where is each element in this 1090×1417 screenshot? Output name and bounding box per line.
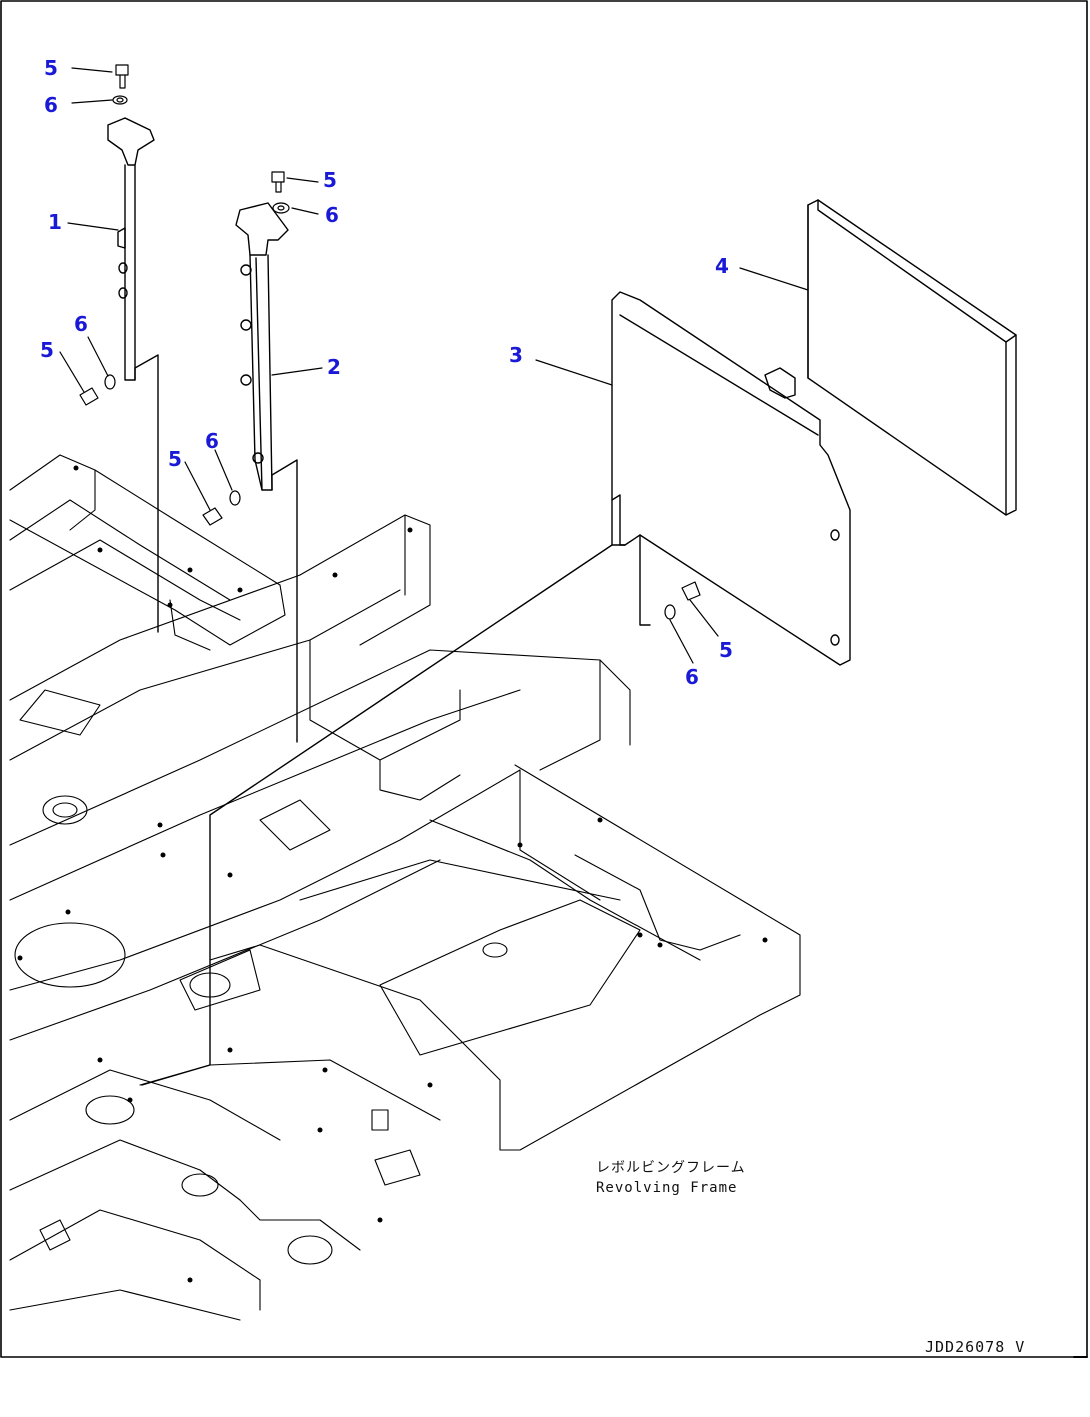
drawing-id: JDD26078 V xyxy=(925,1338,1026,1356)
sheet-border xyxy=(0,0,1088,1358)
callout-4: 4 xyxy=(715,254,729,278)
callout-6: 6 xyxy=(44,93,58,117)
part-3-bolts xyxy=(664,581,701,620)
part-2-bolts xyxy=(202,171,290,526)
guide-lines xyxy=(141,544,613,1086)
part-1-stay xyxy=(107,117,159,631)
callout-6: 6 xyxy=(685,665,699,689)
revolving-frame-label-jp: レボルビングフレーム xyxy=(596,1160,746,1176)
callout-5: 5 xyxy=(168,447,182,471)
part-4-pad xyxy=(807,199,1017,516)
callout-6: 6 xyxy=(74,312,88,336)
revolving-frame-drawing xyxy=(9,454,801,1321)
revolving-frame-label-en: Revolving Frame xyxy=(596,1180,738,1196)
callout-6: 6 xyxy=(205,429,219,453)
leader-lines xyxy=(59,67,809,664)
callout-5: 5 xyxy=(40,338,54,362)
callout-5: 5 xyxy=(44,56,58,80)
part-2-stay xyxy=(235,202,298,741)
callout-5: 5 xyxy=(323,168,337,192)
callout-6: 6 xyxy=(325,203,339,227)
part-3-cover xyxy=(611,291,851,666)
callout-2: 2 xyxy=(327,355,341,379)
callout-5: 5 xyxy=(719,638,733,662)
part-1-bolts xyxy=(79,64,129,406)
callout-3: 3 xyxy=(509,343,523,367)
callout-1: 1 xyxy=(48,210,62,234)
